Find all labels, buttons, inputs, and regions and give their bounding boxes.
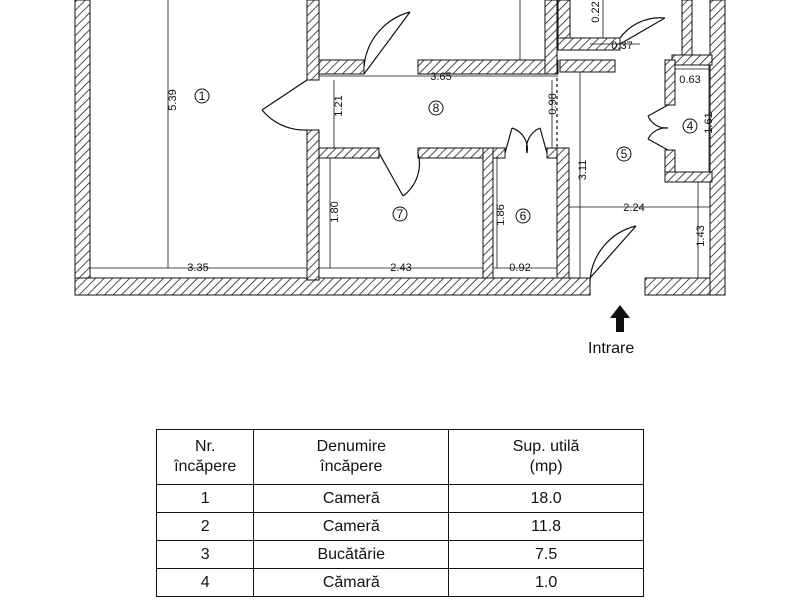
header-usable-area: Sup. utilă (mp) [448,429,644,485]
header-room-number: Nr. încăpere [155,429,255,485]
cell-room-number: 2 [155,512,255,541]
room-number-7: 7 [397,207,404,221]
doors [261,11,669,283]
room-marker-5 [616,146,632,162]
dim-2-43: 2.43 [390,262,411,274]
table-row: 2 Cameră 11.8 [155,512,644,541]
door-room6-right [525,127,548,154]
wall-room6-right [556,147,570,279]
wall-room6-top [492,147,506,159]
door-room1 [261,79,308,131]
door-room6-left [504,127,528,154]
dim-0-98: 0.98 [547,93,559,114]
rooms-table: Nr. încăpere Denumire încăpere Sup. util… [155,429,644,597]
wall-room1-right-bottom [306,129,320,281]
dim-0-63: 0.63 [679,74,700,86]
dim-1-80: 1.80 [329,201,341,222]
wall-storage-bottom [664,171,713,183]
dim-5-39: 5.39 [167,89,179,110]
cell-room-name: Cameră [253,512,450,541]
exterior-walls [74,0,726,296]
wall-bottom-left [74,277,591,296]
dim-0-92: 0.92 [509,262,530,274]
room-number-4: 4 [687,119,694,133]
dim-3-35: 3.35 [187,262,208,274]
cell-room-number: 3 [155,540,255,569]
wall-left-outer [74,0,91,296]
wall-room1-right-top [306,0,320,81]
cell-room-name: Cămară [253,568,450,597]
door-storage-bottom [647,127,669,151]
entrance-label: Intrare [588,340,635,357]
dim-1-86: 1.86 [495,204,507,225]
cell-usable-area: 18.0 [448,484,644,513]
door-room7 [378,152,421,197]
dim-1-61: 1.61 [703,112,715,133]
room-markers [194,88,698,224]
dim-1-21: 1.21 [333,95,345,116]
room-marker-7 [392,206,408,222]
table-row: 4 Cămară 1.0 [155,568,644,597]
dim-3-11: 3.11 [577,160,589,181]
dim-2-24: 2.24 [623,202,644,214]
header-room-name: Denumire încăpere [253,429,450,485]
wall-room2-right [544,0,558,75]
wall-right-top [671,54,713,66]
room-number-5: 5 [621,147,628,161]
room-marker-8 [428,100,444,116]
entrance-arrow-icon [610,305,630,332]
room-marker-6 [515,208,531,224]
wall-top-rooms-bottom-2 [417,59,559,75]
cell-usable-area: 7.5 [448,540,644,569]
cell-usable-area: 1.0 [448,568,644,597]
room-marker-1 [194,88,210,104]
cell-usable-area: 11.8 [448,512,644,541]
wall-storage-left-top [664,59,676,106]
dim-1-43: 1.43 [695,225,707,246]
room-number-8: 8 [433,101,440,115]
dim-0-22: 0.22 [590,1,602,22]
cell-room-name: Bucătărie [253,540,450,569]
door-entrance [589,225,637,283]
wall-room7-right [482,147,494,279]
dimension-lines [90,0,710,278]
room-number-1: 1 [199,89,206,103]
cell-room-number: 4 [155,568,255,597]
interior-walls [306,0,713,281]
wall-hall-top [559,59,616,73]
room-marker-4 [682,118,698,134]
wall-room7-top-left [318,147,380,159]
cell-room-number: 1 [155,484,255,513]
dim-3-65: 3.65 [430,71,451,83]
dim-0-37: 0.37 [611,40,632,52]
wall-top-rooms-bottom [318,59,365,75]
table-row: 1 Cameră 18.0 [155,484,644,513]
wall-right-outer [709,0,726,296]
door-room3 [619,17,666,45]
table-header-row: Nr. încăpere Denumire încăpere Sup. util… [155,429,644,485]
door-room2 [363,11,411,75]
table-row: 3 Bucătărie 7.5 [155,540,644,569]
wall-room3-right [681,0,693,56]
door-storage-top [647,104,669,129]
room-number-6: 6 [520,209,527,223]
cell-room-name: Cameră [253,484,450,513]
